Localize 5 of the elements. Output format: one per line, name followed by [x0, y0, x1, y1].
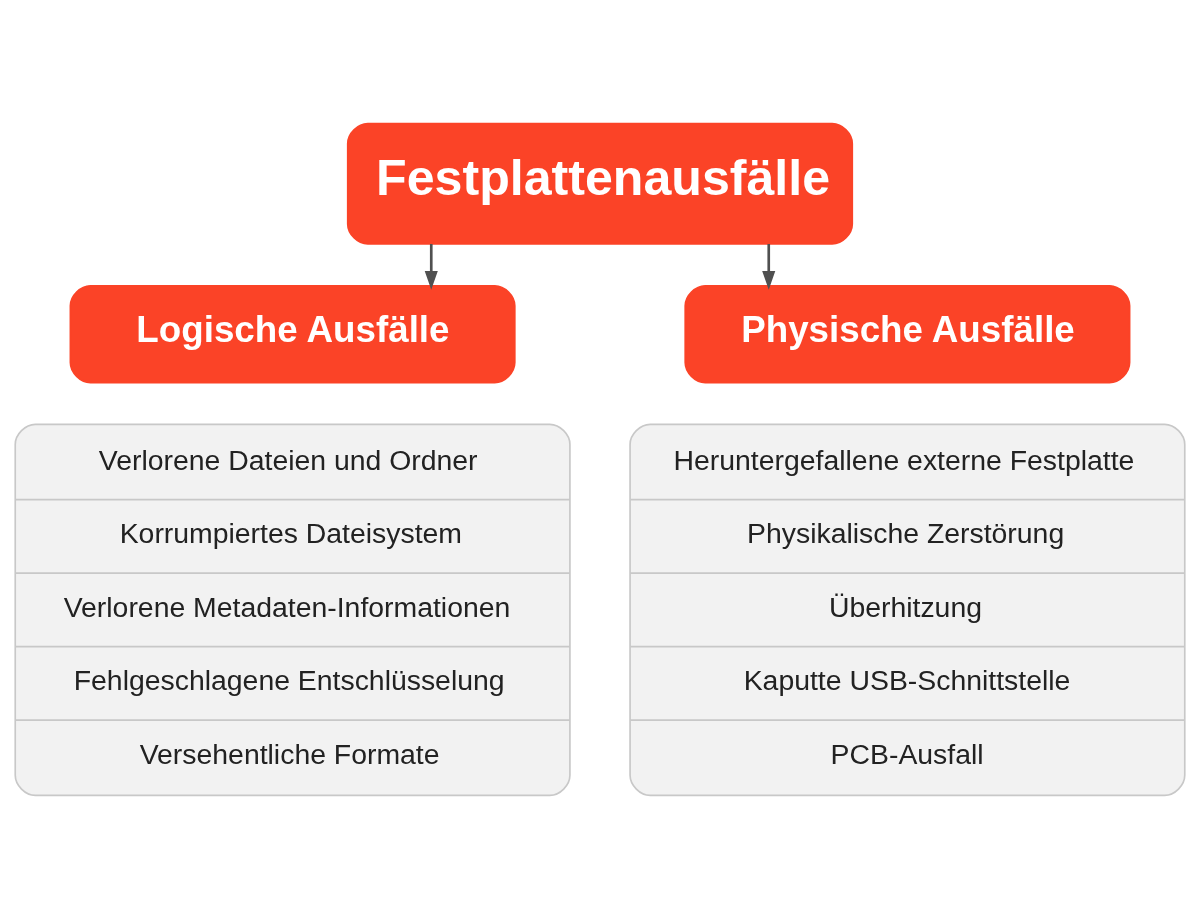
node-box: Festplattenausfälle	[346, 122, 854, 245]
node-box: Logische Ausfälle	[69, 284, 516, 383]
arrow	[424, 243, 438, 290]
node-box: Physische Ausfälle	[684, 284, 1131, 383]
arrow	[762, 243, 776, 290]
